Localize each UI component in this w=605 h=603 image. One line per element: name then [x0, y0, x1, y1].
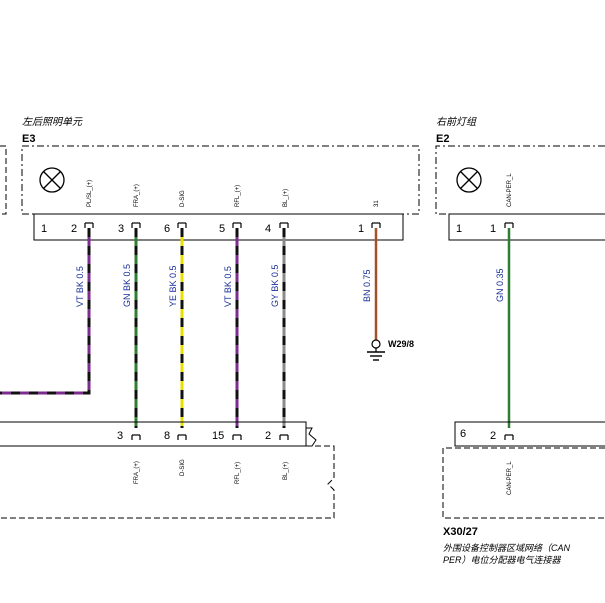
pin-terminal: [131, 434, 141, 441]
pin-terminal: [232, 434, 242, 441]
bottom-module-box: [0, 445, 335, 519]
x30-module-box: [442, 447, 605, 519]
pin-number: 3: [118, 223, 124, 235]
e3-connector-box: [33, 213, 404, 241]
left-module-id: E3: [22, 133, 35, 145]
wire-label: GN 0.35: [495, 268, 505, 302]
right-module-id: E2: [436, 133, 449, 145]
e3-module-box: [21, 145, 420, 215]
pin-signal-label: BL_(+): [283, 189, 289, 207]
pin-signal-label: BL_(+): [283, 462, 289, 480]
pin-number: 2: [265, 430, 271, 442]
pin-signal-label: FRA_(+): [134, 461, 140, 484]
wire-vt-bk-1: [0, 228, 91, 395]
pin-signal-label: D-SIG: [180, 459, 186, 476]
pin-terminal: [371, 222, 381, 229]
break-mark-icon: [306, 427, 317, 447]
pin-number: 1: [490, 223, 496, 235]
left-module-caption: 左后照明单元: [22, 116, 83, 128]
x30-caption-line1: 外围设备控制器区域网络（CAN: [443, 543, 571, 553]
pin-terminal: [504, 222, 514, 229]
pin-signal-label: FRA_(+): [134, 184, 140, 207]
pin-signal-label: D-SIG: [180, 190, 186, 207]
pin-number: 5: [219, 223, 225, 235]
pin-number: 2: [71, 223, 77, 235]
wire-label: YE BK 0.5: [168, 265, 178, 307]
pin-number: 1: [41, 223, 47, 235]
pin-signal-label: RFL_(+): [235, 462, 241, 484]
pin-number: 15: [212, 430, 224, 442]
wire-label: VT BK 0.5: [223, 266, 233, 307]
e2-connector-box: [448, 213, 605, 241]
e2-module-box: [435, 145, 605, 215]
pin-number: 1: [456, 223, 462, 235]
pin-terminal: [279, 222, 289, 229]
ground-icon: [367, 339, 385, 361]
pin-number: 3: [117, 430, 123, 442]
lamp-icon: [456, 167, 482, 193]
pin-signal-label: RFL_(+): [235, 185, 241, 207]
wire-label: BN 0.75: [362, 269, 372, 302]
right-module-caption: 右前灯组: [436, 116, 477, 128]
x30-connector-box: [454, 421, 605, 447]
ground-label: W29/8: [388, 339, 414, 349]
pin-terminal: [232, 222, 242, 229]
pin-signal-label: PL/SL_(+): [87, 180, 93, 207]
offscreen-module-box: [0, 145, 7, 215]
pin-number: 8: [164, 430, 170, 442]
pin-number: 1: [358, 223, 364, 235]
lamp-icon: [39, 167, 65, 193]
pin-number: 2: [490, 430, 496, 442]
x30-caption-line2: PER）电位分配器电气连接器: [443, 555, 562, 565]
pin-signal-label: CAN-PER_L: [507, 461, 513, 495]
bottom-connector-box: [0, 421, 307, 447]
x30-connector-id: X30/27: [443, 526, 478, 538]
pin-terminal: [84, 222, 94, 229]
wire-label: GY BK 0.5: [270, 265, 280, 307]
pin-signal-label: 31: [374, 200, 380, 207]
pin-terminal: [177, 434, 187, 441]
wire-label: VT BK 0.5: [75, 266, 85, 307]
pin-number: 6: [460, 428, 466, 440]
pin-terminal: [131, 222, 141, 229]
pin-number: 4: [265, 223, 271, 235]
pin-terminal: [504, 434, 514, 441]
pin-terminal: [177, 222, 187, 229]
pin-number: 6: [164, 223, 170, 235]
pin-signal-label: CAN-PER_L: [507, 173, 513, 207]
pin-terminal: [279, 434, 289, 441]
wire-label: GN BK 0.5: [122, 264, 132, 307]
